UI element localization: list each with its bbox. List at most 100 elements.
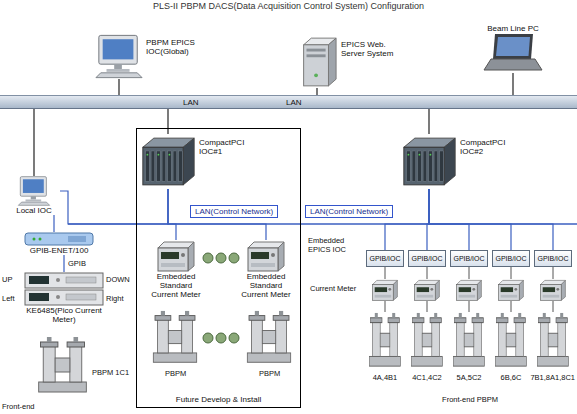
rack-icon [24,272,104,306]
edge-label: GPIB [67,259,87,268]
pc-icon [18,177,49,206]
node-text: LAN(Control Network) [310,207,388,216]
cpci-icon [141,134,196,189]
node-text: GPIB/IOC [453,254,485,263]
pc-icon [95,34,143,79]
part-label: 4C1,4C2 [397,373,457,382]
connector [60,189,168,224]
computer-node: PBPM EPICS IOC(Global) [95,34,208,79]
connector [118,79,119,95]
part-label: Embedded EPICS IOC [308,236,356,254]
pbpm-drawing [453,313,484,366]
region-frame: Future Develop & Install CompactPCI IOC#1… [136,128,301,408]
connector [316,88,317,95]
computer-node: Local IOC [8,176,60,215]
meter-icon [246,240,286,272]
pc-icon [16,176,52,206]
node-text: Future Develop & Install [137,395,300,404]
node-text: LAN [183,98,199,107]
current-meter-drawing [415,280,440,300]
cable [385,266,386,279]
current-meter: Embedded Standard Current Meter [150,240,202,299]
cable [511,266,512,279]
cable [469,301,470,312]
part-label: Right [106,294,124,303]
part-label: PBPM [165,369,186,378]
node-text: GPIB/IOC [495,254,527,263]
part-label: 7B1,8A1,8C1 [515,373,575,382]
cpci-icon [404,138,455,185]
meter-icon [156,240,196,272]
enet-icon [25,233,93,245]
pbpm-drawing [411,313,442,366]
ioc-chassis: CompactPCI IOC#1 [141,134,249,189]
part-label: UP [2,275,12,284]
server-icon [304,38,336,86]
connector [429,189,553,250]
cpci-icon [402,134,457,189]
cables [385,266,553,312]
dot [203,333,213,343]
node-text: GPIB/IOC [369,254,401,263]
cable [427,301,428,312]
dot [216,253,226,263]
part-label: Front-end [2,402,35,411]
server-icon [296,36,338,88]
connector [428,109,429,134]
connector [512,73,513,95]
node-text: Local IOC [16,206,52,215]
lan-band: LAN LAN [0,95,577,109]
node-text: LAN(Control Network) [195,207,273,216]
pbpm-drawing [247,311,290,362]
pico-meter: KE6485(Pico Current Meter) [24,272,104,324]
node-text: CompactPCI IOC#1 [199,134,249,156]
laptop-node: Beam Line PC [476,24,550,73]
pbpm-drawing [537,313,568,366]
part-label: Front-end PBPM [420,395,520,404]
dot [203,253,213,263]
connector [63,255,64,272]
connector [429,189,511,250]
part-label: PBPM 1C1 [92,368,129,377]
connector [168,189,176,240]
gpib-ioc-box: GPIB/IOC [408,250,446,267]
node-text: GPIB-ENET/100 [30,246,89,255]
current-meter-drawing [499,280,524,300]
gpib-ioc-box: GPIB/IOC [450,250,488,267]
network-tag: LAN(Control Network) [305,205,393,218]
dot [229,333,239,343]
cable [469,266,470,279]
current-meter-drawing [373,280,398,300]
laptop-icon [483,33,543,73]
node-text: GPIB/IOC [411,254,443,263]
pbpm-drawing [495,313,526,366]
more-dots [203,253,239,343]
cable [511,301,512,312]
cable [427,266,428,279]
gpib-ioc-box: GPIB/IOC [492,250,530,267]
current-meter-drawing [541,280,566,300]
part-label: DOWN [106,275,130,284]
current-meter-drawing [457,280,482,300]
node-text: LAN [286,98,302,107]
node-text: KE6485(Pico Current Meter) [24,306,104,324]
part-label: Left [2,294,15,303]
node-text: GPIB/IOC [537,254,569,263]
gpib-ioc-box: GPIB/IOC [366,250,404,267]
current-meter: Embedded Standard Current Meter [240,240,292,299]
connector [33,109,34,176]
gpib-ioc-box: GPIB/IOC [534,250,572,267]
part-label: Current Meter [310,284,366,293]
node-text: Embedded Standard Current Meter [150,272,202,299]
meter-icon [248,242,284,271]
server-node: EPICS Web. Server System [296,36,401,88]
cpci-icon [143,138,194,185]
network-tag: LAN(Control Network) [190,205,278,218]
node-text: PBPM EPICS IOC(Global) [146,34,208,56]
pbpm-drawing [369,313,400,366]
cable [385,301,386,312]
meter-icon [158,242,194,271]
node-text: Beam Line PC [487,24,539,33]
node-text: Embedded Standard Current Meter [240,272,292,299]
